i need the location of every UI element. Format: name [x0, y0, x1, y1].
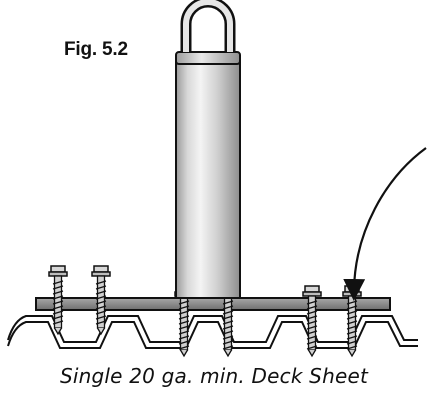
anchor-post — [175, 51, 241, 299]
screw — [48, 265, 68, 336]
figure-label: Fig. 5.2 — [64, 39, 128, 60]
u-shaped-lifting-eye-icon — [180, 0, 236, 52]
figure-caption: Single 20 ga. min. Deck Sheet — [59, 364, 368, 388]
deck-sheet — [7, 315, 418, 349]
screw — [342, 285, 362, 358]
post-collar — [175, 51, 241, 65]
base-plate — [35, 297, 391, 311]
screws — [48, 265, 362, 358]
curved-arrow-icon — [343, 147, 427, 301]
screw — [302, 285, 322, 358]
screw — [91, 265, 111, 336]
